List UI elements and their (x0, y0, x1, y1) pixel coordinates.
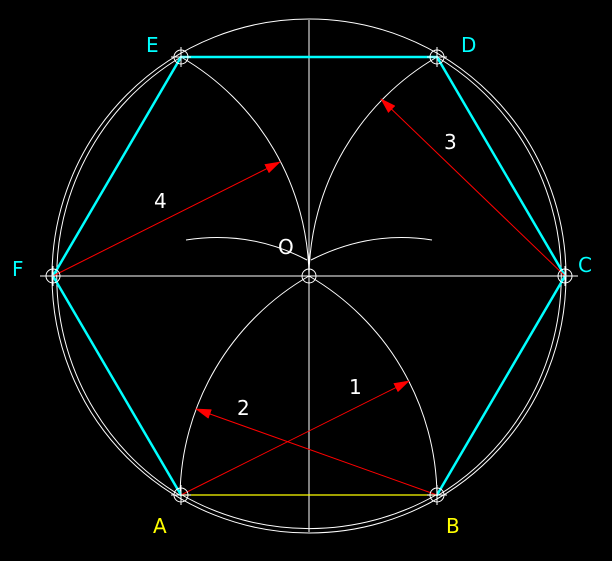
arc-from-a (181, 494, 437, 530)
label-o: O (278, 235, 294, 259)
edge-c-d (435, 55, 567, 278)
vertex-marker-a (171, 485, 191, 505)
arrow-label-1: 1 (349, 375, 362, 399)
arc-upper-right-tick (310, 237, 433, 261)
vertex-marker-b (427, 485, 447, 505)
arrow-label-3: 3 (444, 130, 457, 154)
arc-through-center-bottom (179, 275, 310, 496)
edge-e-f (51, 55, 183, 278)
edge-b-c (435, 274, 567, 497)
label-c: C (578, 253, 592, 277)
arc-e-to-center (180, 56, 310, 277)
label-f: F (12, 257, 24, 281)
arrow-1 (180, 380, 410, 496)
arrow-label-2: 2 (237, 396, 250, 420)
arc-d-to-center (308, 56, 438, 277)
arrow-4 (52, 161, 281, 277)
arrow-3 (380, 98, 566, 277)
vertex-marker-c (555, 266, 575, 286)
arc-upper-left-tick (185, 237, 308, 261)
vertex-marker-d (427, 47, 447, 67)
label-a: A (153, 514, 167, 538)
label-e: E (146, 33, 159, 57)
vertex-marker-o (299, 266, 319, 286)
label-b: B (446, 514, 460, 538)
arc-through-center-bottom-right (308, 275, 438, 496)
arrow-2 (195, 408, 438, 496)
arrow-label-4: 4 (154, 189, 167, 213)
vertex-marker-f (43, 266, 63, 286)
label-d: D (461, 33, 476, 57)
vertex-marker-e (171, 47, 191, 67)
edge-f-a (51, 274, 183, 497)
